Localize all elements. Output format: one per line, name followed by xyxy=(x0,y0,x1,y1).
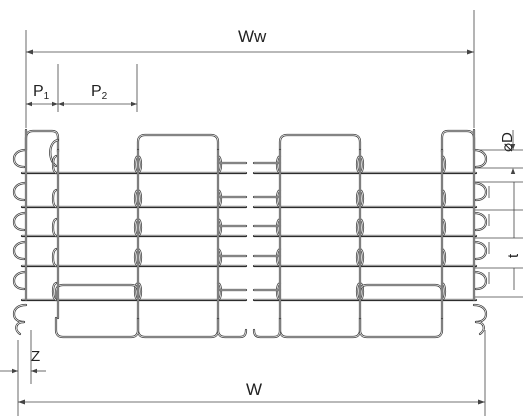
left-edge-hook-5-highlight xyxy=(13,271,27,290)
p2-label: P2 xyxy=(91,83,108,102)
left-edge-hook-4-highlight xyxy=(13,241,27,260)
spiral-left-b-fold-left-2 xyxy=(51,188,58,209)
thickness-label: t xyxy=(505,253,522,258)
spiral-right-a-bottom-highlight xyxy=(279,317,361,338)
spiral-left-b-fold-left-5-highlight xyxy=(52,282,57,301)
right-edge-hook-1-highlight xyxy=(473,149,487,168)
spiral-left-b-top xyxy=(54,283,140,302)
z-dimension: Z xyxy=(0,330,46,384)
right-edge-hook-3-highlight xyxy=(473,212,487,231)
right-edge-hook-4-highlight xyxy=(473,241,487,260)
diameter-dimension: ⌀D xyxy=(474,130,523,174)
left-edge-hook-6-highlight xyxy=(13,304,27,323)
thickness-dimension: t xyxy=(474,181,523,298)
right-edge-hook-6-highlight xyxy=(473,304,487,323)
right-edge-hook-end xyxy=(474,320,485,336)
spiral-right-a-top-highlight xyxy=(279,134,361,151)
w-dimension: W xyxy=(17,330,486,416)
spiral-left-b-fold-left-1-highlight xyxy=(52,155,57,174)
spiral-left-a-top-highlight xyxy=(137,134,219,151)
spiral-right-a-bottom xyxy=(278,316,362,339)
spiral-left-b-bottom xyxy=(54,316,140,339)
right-edge-loop-top-highlight xyxy=(441,130,475,153)
left-edge-hook-end xyxy=(15,320,26,336)
left-edge-hook-2-highlight xyxy=(13,182,27,201)
left-edge-hook-end-highlight xyxy=(15,321,25,335)
spiral-right-b-top xyxy=(358,283,444,302)
spiral-right-b-bottom-highlight xyxy=(359,317,443,338)
spiral-left-b-fold-left-2-highlight xyxy=(52,189,57,208)
spiral-left-b-fold-left-4 xyxy=(51,247,58,268)
right-edge-loop-top xyxy=(440,129,476,154)
ww-label: Ww xyxy=(238,27,267,46)
right-edge-hook-2-highlight xyxy=(473,182,487,201)
break-bottom-left-highlight xyxy=(217,317,247,338)
ww-dimension: Ww xyxy=(25,10,475,128)
spiral-right-b-top-highlight xyxy=(359,284,443,301)
spiral-left-a-bottom xyxy=(136,316,220,339)
break-bottom-right xyxy=(252,316,282,339)
p1-label: P1 xyxy=(33,83,50,102)
break-bottom-right-highlight xyxy=(253,317,281,338)
left-edge-hook-3-highlight xyxy=(13,212,27,231)
spiral-left-a-top xyxy=(136,133,220,152)
w-label: W xyxy=(246,380,262,399)
spiral-left-a-bottom-highlight xyxy=(137,317,219,338)
z-label: Z xyxy=(31,348,40,365)
left-edge-inner-curl-highlight xyxy=(49,139,59,167)
spiral-left-b-fold-left-3 xyxy=(51,217,58,238)
pitch-dimension: P1 P2 xyxy=(26,64,138,112)
spiral-right-a-top xyxy=(278,133,362,152)
left-edge-hook-1-highlight xyxy=(13,149,27,168)
right-edge-hook-end-highlight xyxy=(475,321,485,335)
spiral-right-b-bottom xyxy=(358,316,444,339)
break-bottom-left xyxy=(216,316,248,339)
spiral-left-b-fold-left-4-highlight xyxy=(52,248,57,267)
spiral-left-b-fold-left-3-highlight xyxy=(52,218,57,237)
diameter-label: ⌀D xyxy=(499,132,516,152)
right-edge-hook-5-highlight xyxy=(473,271,487,290)
spiral-left-b-top-highlight xyxy=(55,284,139,301)
spiral-left-b-bottom-highlight xyxy=(55,317,139,338)
belt-mesh xyxy=(12,128,488,339)
